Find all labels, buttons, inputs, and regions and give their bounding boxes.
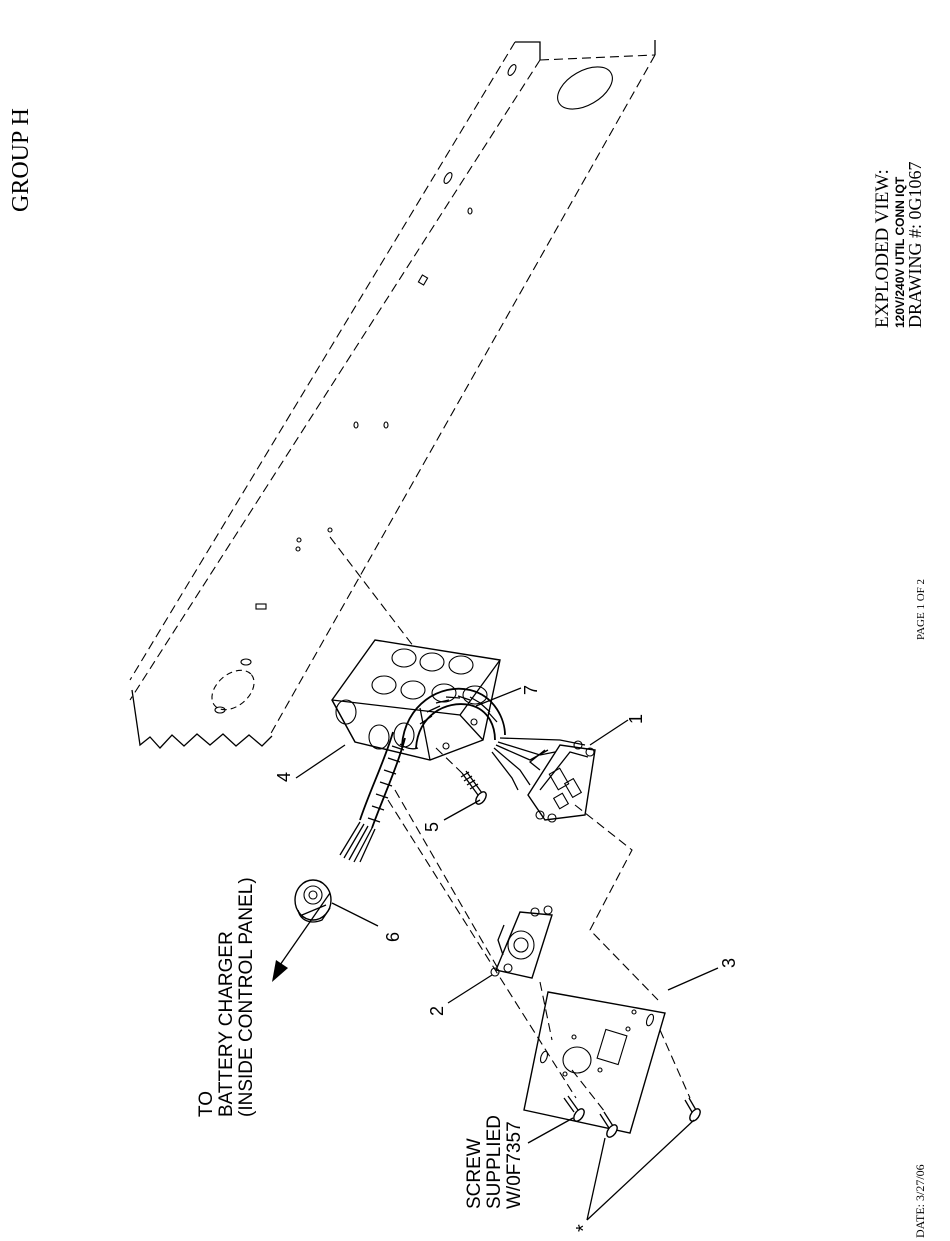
plate-screw-lower [685, 1098, 702, 1123]
callout-7: 7 [521, 685, 541, 695]
note-screw: SCREW [464, 1138, 485, 1209]
note-battery-charger: BATTERY CHARGER [216, 931, 237, 1117]
title-block: EXPLODED VIEW: 120V/240V UTIL CONN IQT D… [872, 161, 925, 328]
note-part-number: W/0F7357 [504, 1121, 525, 1209]
battery-charger-note: TO BATTERY CHARGER (INSIDE CONTROL PANEL… [196, 877, 257, 1117]
callout-4: 4 [274, 772, 294, 782]
callout-star: * [573, 1224, 595, 1232]
receptacle-120v [491, 906, 552, 978]
callout-2: 2 [427, 1006, 447, 1016]
note-inside-control-panel: (INSIDE CONTROL PANEL) [236, 877, 257, 1117]
enclosure-rail [130, 40, 655, 748]
title-line-3: DRAWING #: 0G1067 [905, 161, 925, 328]
callout-3: 3 [719, 958, 739, 968]
note-supplied: SUPPLIED [484, 1115, 505, 1209]
callout-6: 6 [383, 932, 403, 942]
grommet [295, 880, 331, 922]
cover-plate [524, 992, 665, 1133]
date-label: DATE: 3/27/06 [913, 1164, 927, 1238]
note-to: TO [196, 1091, 217, 1117]
title-line-1: EXPLODED VIEW: [872, 169, 893, 328]
group-title: GROUP H [8, 108, 34, 212]
receptacle-240v [528, 741, 595, 822]
callout-1: 1 [626, 714, 646, 724]
callout-5: 5 [422, 822, 442, 832]
screw-note: SCREW SUPPLIED W/0F7357 [464, 1115, 525, 1209]
box-screw [436, 748, 488, 806]
page-number-label: PAGE 1 OF 2 [915, 579, 927, 640]
